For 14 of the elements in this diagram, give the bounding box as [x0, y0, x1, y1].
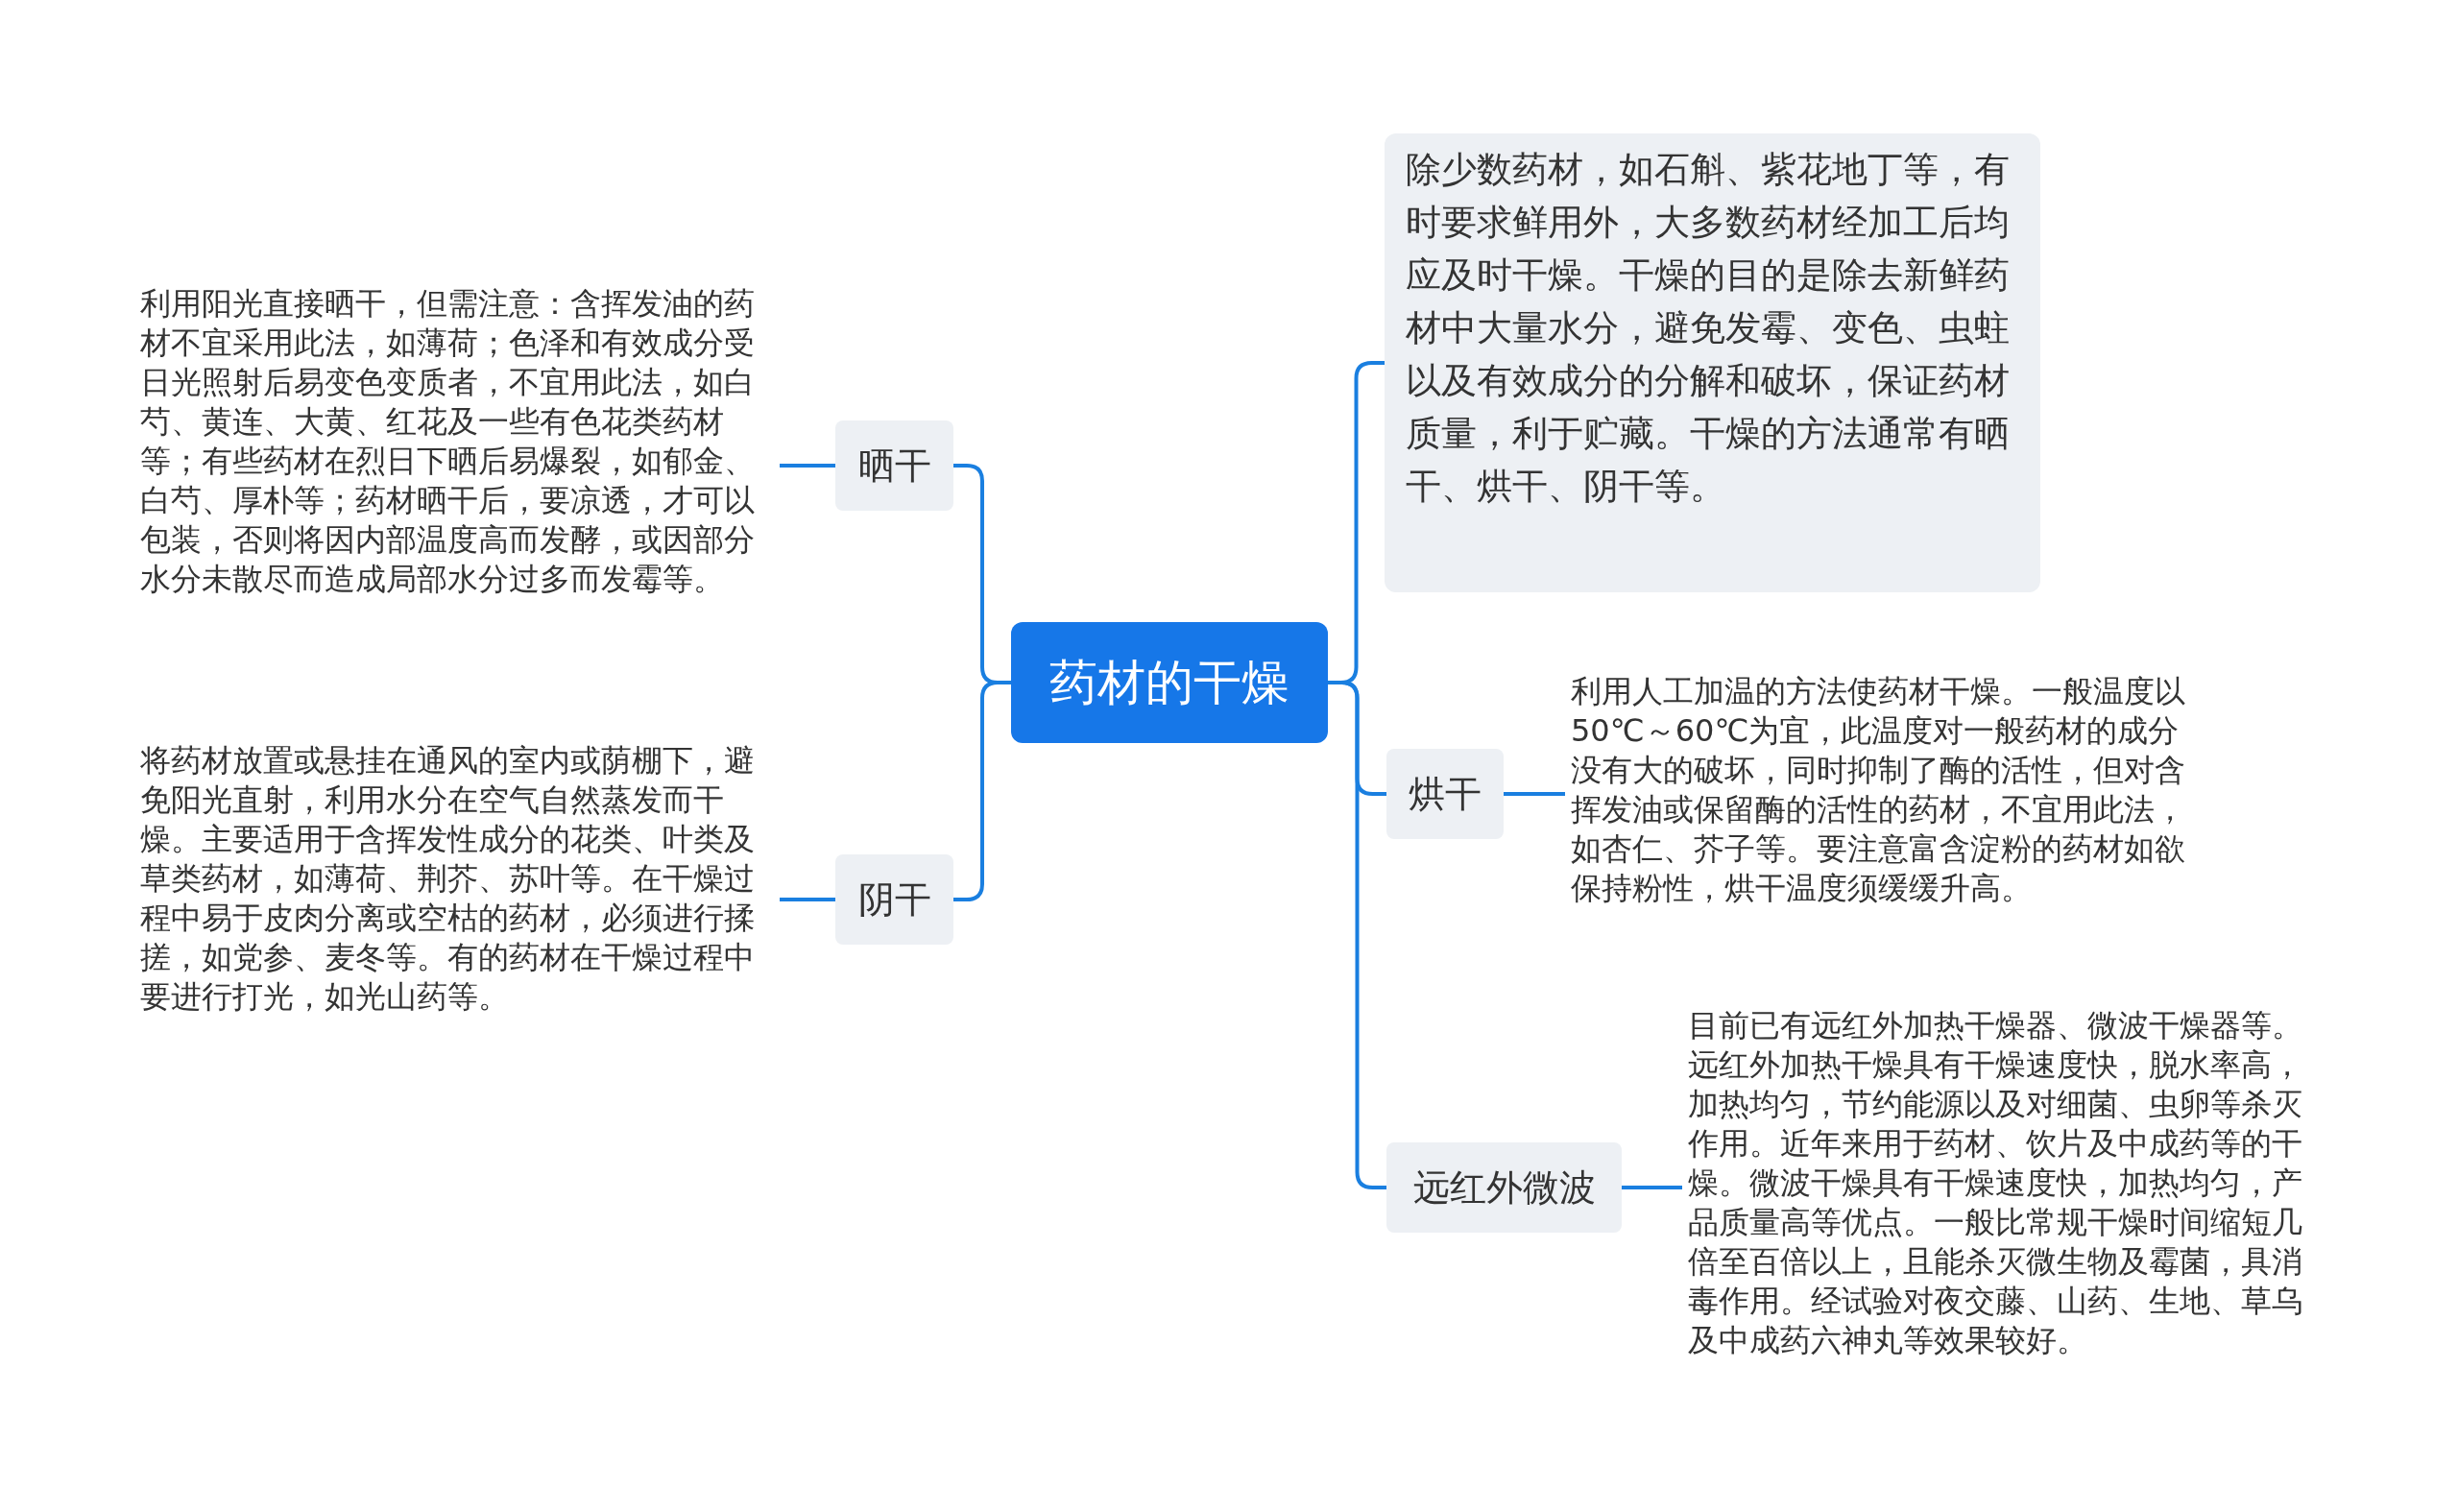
- connector-line: [1504, 792, 1565, 796]
- description-card: 除少数药材，如石斛、紫花地丁等，有时要求鲜用外，大多数药材经加工后均应及时干燥。干燥的目的是除去新鲜药材中大量水分，避免发霉、变色、虫蛀以及有效成分的分解和破坏，保证药材质量，利于贮藏。干燥的方法通常有晒干、烘干、阴干等。: [1385, 133, 2040, 592]
- description-text: 利用阳光直接晒干，但需注意：含挥发油的药材不宜采用此法，如薄荷；色泽和有效成分受日光照射后易变色变质者，不宜用此法，如白芍、黄连、大黄、红花及一些有色花类药材等；有些药材在烈日下晒后易爆裂，如郁金、白芍、厚朴等；药材晒干后，要凉透，才可以包装，否则将因内部温度高而发酵，或因部分水分未散尽而造成局部水分过多而发霉等。: [134, 284, 780, 599]
- central-topic: 药材的干燥: [1011, 622, 1328, 743]
- description-text: 利用人工加温的方法使药材干燥。一般温度以50℃～60℃为宜，此温度对一般药材的成分没有大的破坏，同时抑制了酶的活性，但对含挥发油或保留酶的活性的药材，不宜用此法，如杏仁、芥子等。要注意富含淀粉的药材如欲保持粉性，烘干温度须缓缓升高。: [1565, 672, 2210, 908]
- connector-line: [780, 464, 835, 468]
- connector-line: [780, 898, 835, 901]
- connector-line: [1622, 1186, 1682, 1189]
- description-text: 将药材放置或悬挂在通风的室内或荫棚下，避免阳光直射，利用水分在空气自然蒸发而干燥。主要适用于含挥发性成分的花类、叶类及草类药材，如薄荷、荆芥、苏叶等。在干燥过程中易于皮肉分离或空枯的药材，必须进行揉搓，如党参、麦冬等。有的药材在干燥过程中要进行打光，如光山药等。: [134, 741, 780, 1017]
- description-text: 目前已有远红外加热干燥器、微波干燥器等。远红外加热干燥具有干燥速度快，脱水率高，加热均匀，节约能源以及对细菌、虫卵等杀灭作用。近年来用于药材、饮片及中成药等的干燥。微波干燥具有干燥速度快，加热均匀，产品质量高等优点。一般比常规干燥时间缩短几倍至百倍以上，且能杀灭微生物及霉菌，具消毒作用。经试验对夜交藤、山药、生地、草乌及中成药六神丸等效果较好。: [1682, 1006, 2327, 1360]
- branch-topic: 阴干: [835, 854, 953, 945]
- branch-topic: 远红外微波: [1386, 1142, 1622, 1233]
- branch-topic: 晒干: [835, 420, 953, 511]
- branch-topic: 烘干: [1386, 749, 1504, 839]
